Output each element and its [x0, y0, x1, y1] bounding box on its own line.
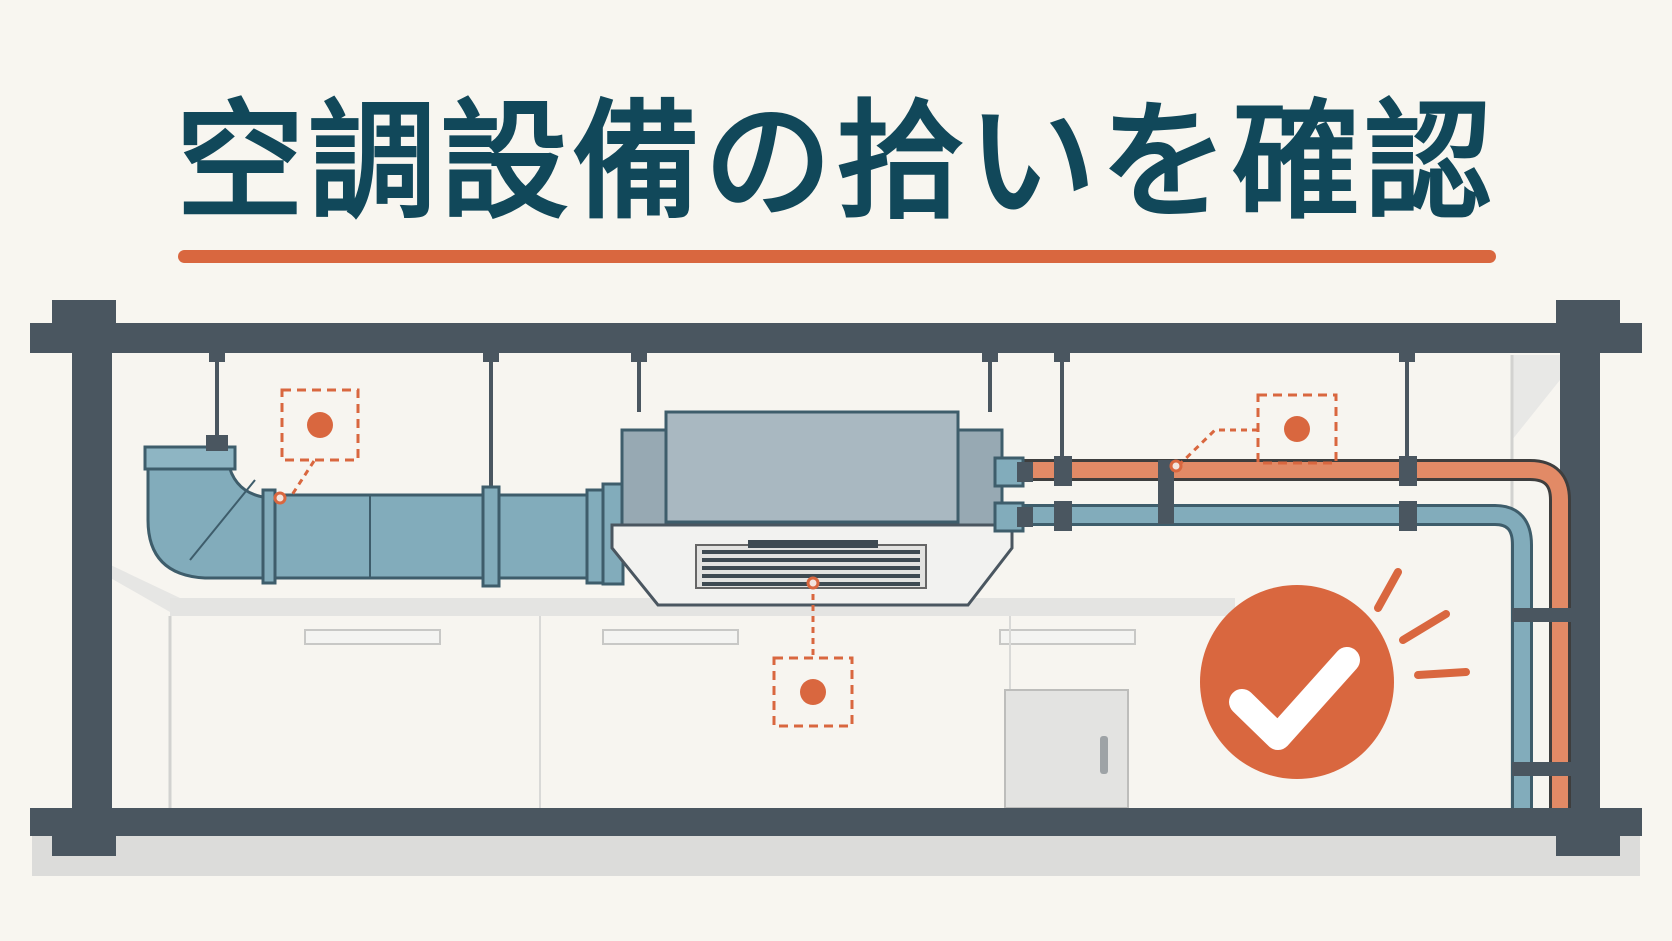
callout-markers	[280, 388, 1338, 728]
ceiling-light	[304, 629, 441, 645]
check-badge	[1200, 568, 1470, 779]
ceiling-light	[999, 629, 1136, 645]
marker-dot-icon	[307, 412, 333, 438]
ceiling-light	[602, 629, 739, 645]
marker-box-unit	[772, 656, 854, 728]
marker-box-duct	[280, 388, 360, 462]
ceiling-cassette-unit-icon	[610, 410, 1014, 607]
air-duct	[143, 435, 625, 588]
burst-line	[1414, 668, 1470, 679]
marker-anchor	[1169, 459, 1183, 473]
page-title: 空調設備の拾いを確認	[175, 88, 1496, 237]
title-underline	[178, 250, 1496, 263]
marker-dot-icon	[800, 679, 826, 705]
marker-anchor	[806, 576, 820, 590]
check-mark-icon	[1229, 647, 1360, 750]
refrigerant-pipes	[993, 456, 1576, 808]
marker-dot-icon	[1284, 416, 1310, 442]
hanger-rods	[209, 350, 1415, 488]
door	[1004, 689, 1129, 809]
marker-anchor	[273, 491, 287, 505]
burst-line	[1374, 568, 1402, 612]
burst-line	[1399, 610, 1450, 644]
